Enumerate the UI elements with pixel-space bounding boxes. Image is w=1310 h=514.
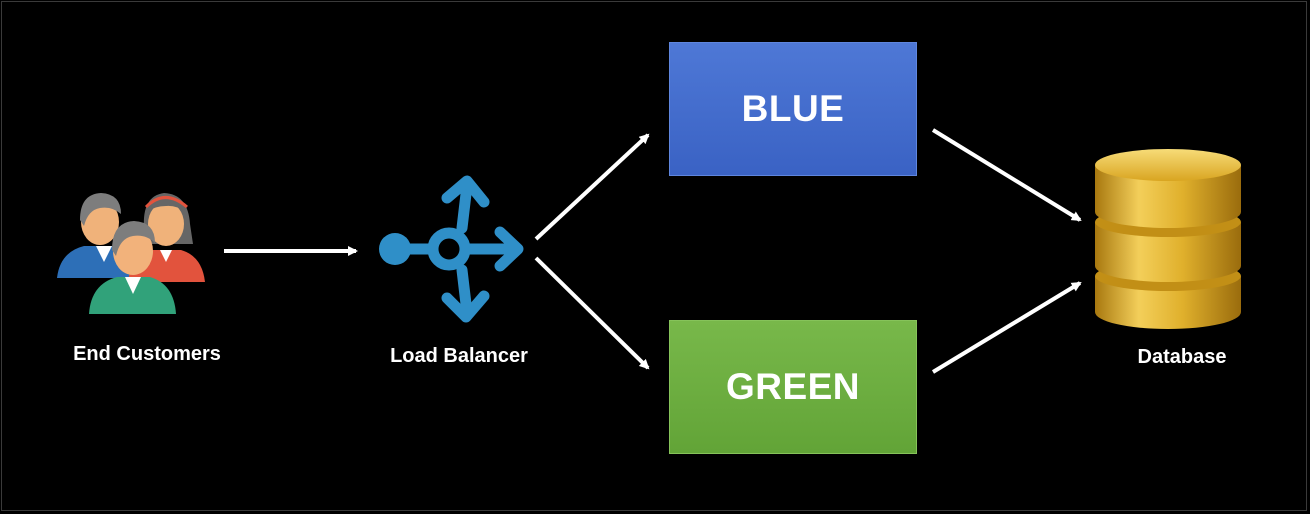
load-balancer-label: Load Balancer [390, 345, 528, 367]
arrow-load-balancer-to-blue [534, 133, 650, 241]
arrow-load-balancer-to-green [534, 256, 650, 370]
arrow-green-to-database [931, 281, 1082, 374]
arrow-blue-to-database [931, 128, 1082, 222]
blue-environment-label: BLUE [741, 88, 845, 129]
database-label: Database [1137, 346, 1227, 368]
green-environment-label: GREEN [725, 366, 861, 407]
green-environment-box: GREEN [669, 320, 917, 454]
blue-environment-box: BLUE [669, 42, 917, 176]
end-customers-label: End Customers [73, 343, 221, 365]
